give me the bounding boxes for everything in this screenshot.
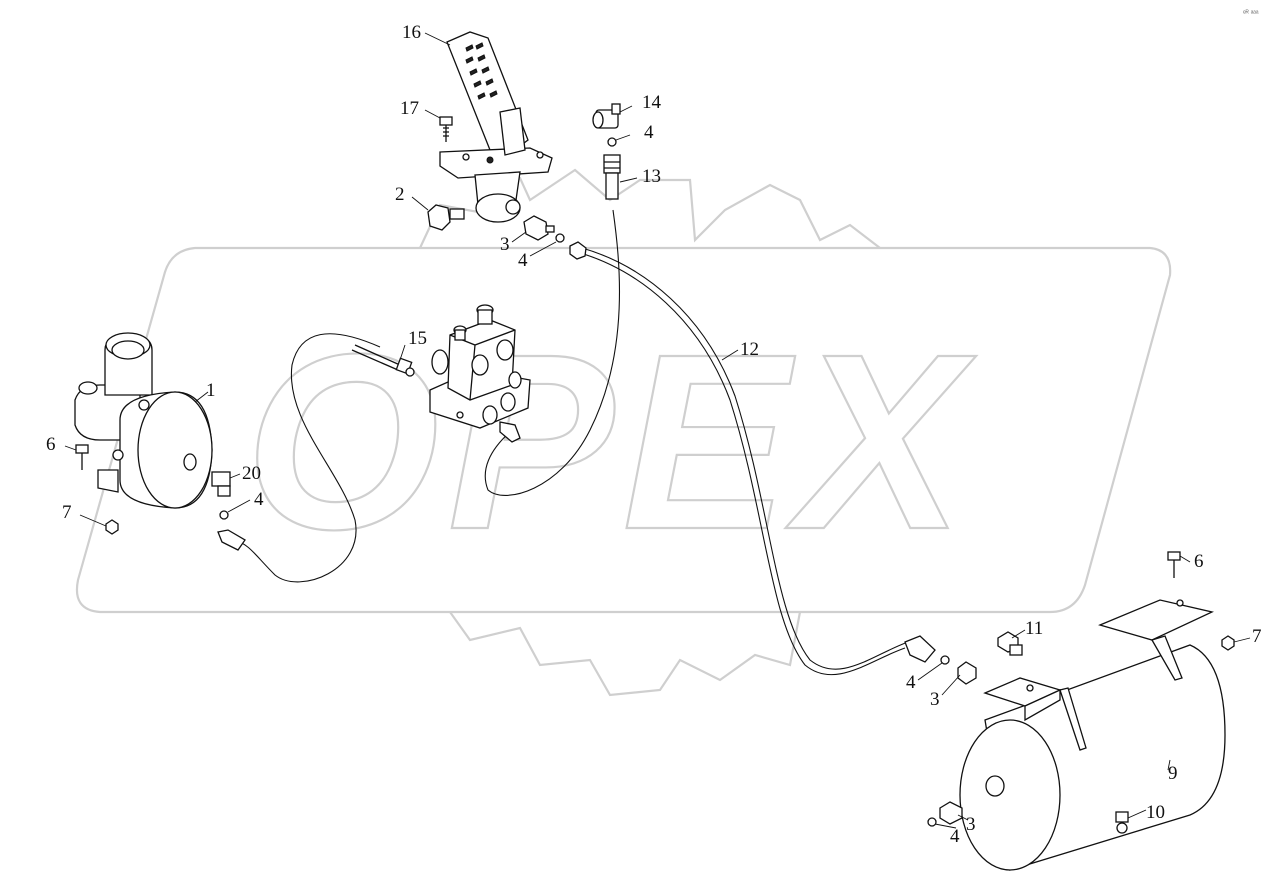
callout-14: 14	[642, 92, 662, 113]
brake-pedal-assembly	[427, 31, 621, 260]
callout-2: 2	[395, 184, 405, 205]
callout-12: 12	[740, 339, 759, 360]
callout-20: 20	[242, 463, 261, 484]
callout-6-right: 6	[1194, 551, 1204, 572]
elbow-20	[211, 471, 231, 497]
hose-15	[351, 344, 415, 377]
valve-block	[351, 304, 531, 443]
fitting-3-bottom	[939, 801, 963, 825]
corner-mark: ᵉᴿ ᵃᵃᵃ	[1243, 10, 1259, 17]
callout-4-pedal: 4	[518, 250, 528, 271]
watermark-text: OPEX	[245, 302, 977, 581]
callout-4-bottom: 4	[950, 826, 960, 847]
callout-15: 15	[408, 328, 427, 349]
callout-17: 17	[400, 98, 419, 119]
callout-9: 9	[1168, 763, 1178, 784]
watermark-logo: OPEX	[75, 168, 1172, 697]
bolt-6-right	[1167, 551, 1181, 578]
callout-7-right: 7	[1252, 626, 1262, 647]
callout-4-tank: 4	[906, 672, 916, 693]
callout-11: 11	[1025, 618, 1043, 639]
plug-2	[427, 204, 465, 231]
air-tank	[904, 551, 1235, 871]
nut-7-right	[1221, 635, 1235, 651]
callout-16: 16	[402, 22, 421, 43]
fitting-11	[997, 631, 1023, 656]
hose-lines	[234, 209, 909, 676]
adapter-13	[603, 154, 621, 200]
seal-ring-4-tank	[940, 655, 950, 665]
callout-3-bottom: 3	[966, 814, 976, 835]
elbow-hose-left	[217, 529, 246, 551]
bolt-6-left	[75, 444, 89, 470]
seal-ring-4-pedal	[555, 233, 565, 243]
bolt-17	[439, 116, 453, 142]
leader-lines	[64, 32, 1251, 829]
master-cylinder	[74, 332, 246, 551]
callouts: 16 17 14 4 13 2 3 4 15 12 1 6 20 4 7 6 1…	[46, 22, 1262, 847]
callout-1: 1	[206, 380, 216, 401]
fitting-14	[592, 103, 621, 129]
elbow-hose-tank	[904, 635, 936, 663]
drain-10	[1115, 811, 1129, 834]
valve-ports	[431, 304, 522, 443]
pedal-grip-slots	[465, 42, 498, 100]
seal-ring-4-bottom	[927, 817, 937, 827]
seal-ring-4-left	[219, 510, 229, 520]
callout-13: 13	[642, 166, 661, 187]
callout-4-top: 4	[644, 122, 654, 143]
nut-7-left	[105, 519, 119, 535]
seal-ring-4-top	[607, 137, 617, 147]
callout-4-left: 4	[254, 489, 264, 510]
fitting-3-pedal	[523, 215, 555, 241]
callout-3-pedal: 3	[500, 234, 510, 255]
hose-nut-12	[569, 241, 587, 260]
callout-6-left: 6	[46, 434, 56, 455]
fitting-3-tank	[957, 661, 977, 685]
callout-10: 10	[1146, 802, 1165, 823]
callout-7-left: 7	[62, 502, 72, 523]
callout-3-tank: 3	[930, 689, 940, 710]
